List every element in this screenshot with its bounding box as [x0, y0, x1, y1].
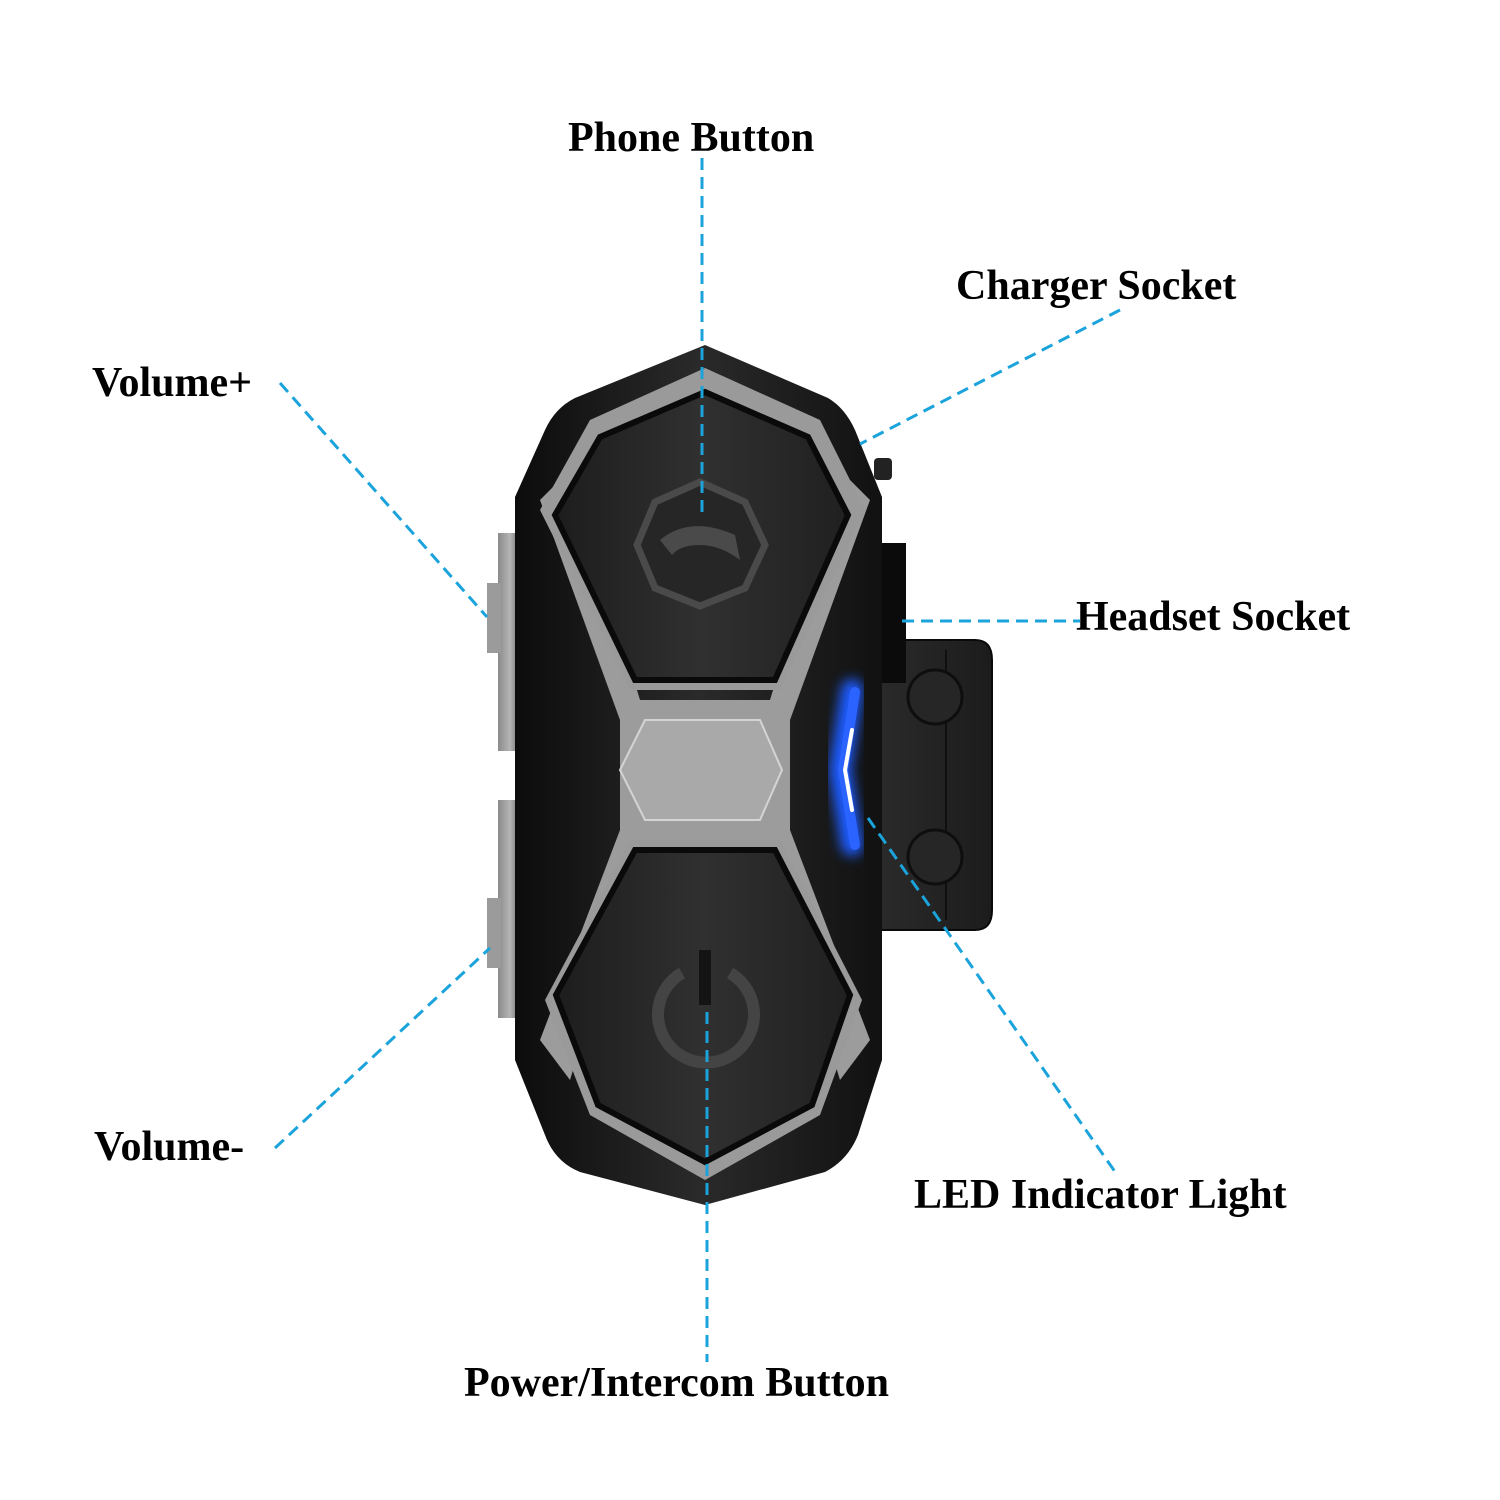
label-charger-socket: Charger Socket: [956, 263, 1237, 309]
power-icon: [652, 950, 760, 1069]
label-headset-socket: Headset Socket: [1076, 594, 1351, 640]
volume-up-button[interactable]: [487, 533, 518, 751]
label-power-intercom-button: Power/Intercom Button: [464, 1360, 889, 1406]
center-hex-plate: [618, 719, 784, 821]
callout-volume-up: [278, 382, 489, 618]
label-volume-up: Volume+: [92, 360, 253, 406]
phone-handset-icon: [633, 478, 769, 610]
mount-clip: [879, 639, 993, 931]
led-indicator-light: [828, 679, 863, 856]
charger-socket[interactable]: [874, 458, 892, 480]
callout-charger-socket: [859, 308, 1121, 446]
callout-volume-down: [273, 946, 492, 1150]
label-led-indicator: LED Indicator Light: [914, 1172, 1287, 1218]
callout-lines: [273, 158, 1121, 1362]
label-phone-button: Phone Button: [568, 115, 815, 161]
power-intercom-button[interactable]: [552, 847, 854, 1166]
volume-down-button[interactable]: [487, 800, 518, 1018]
label-volume-down: Volume-: [94, 1124, 245, 1170]
callout-led-indicator: [866, 817, 1120, 1177]
